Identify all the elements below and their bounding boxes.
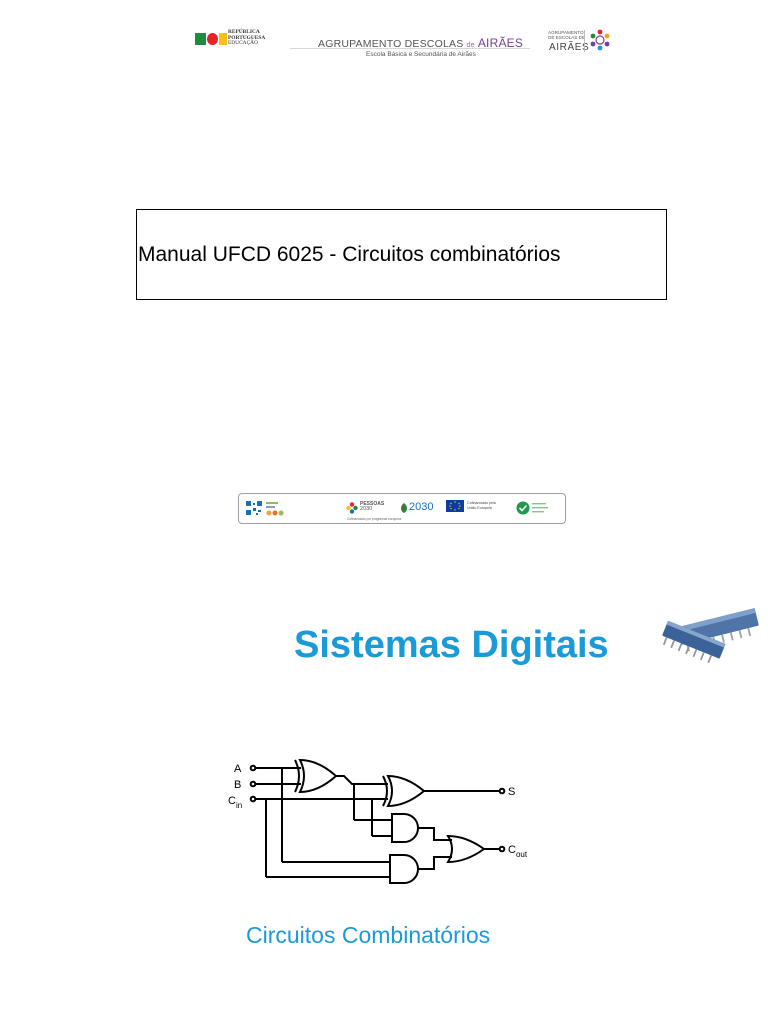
input-a-terminal [249, 764, 257, 772]
page-header: REPÚBLICA PORTUGUESA EDUCAÇÃO AGRUPAMENT… [0, 0, 768, 70]
pessoas-logo-icon [346, 502, 358, 514]
input-a-label: A [234, 763, 242, 775]
input-cin-sub: in [236, 801, 242, 810]
output-cout-sub: out [516, 850, 528, 859]
xor-gate-1 [298, 758, 338, 794]
and-gate-2 [389, 854, 419, 884]
republic-line-2: PORTUGUESA [228, 34, 266, 41]
flag-green-block [195, 33, 206, 45]
flag-yellow-block [219, 33, 227, 45]
flag-red-circle [207, 33, 218, 45]
republic-line-1: REPÚBLICA [228, 29, 260, 35]
input-cin-label: Cin [228, 795, 242, 810]
school-title-place: AIRÃES [477, 36, 524, 50]
input-b-terminal [249, 780, 257, 788]
input-b-label: B [234, 779, 241, 791]
output-s-terminal [498, 787, 506, 795]
right-logo-small-text: AGRUPAMENTO DE ESCOLAS DE [548, 30, 585, 40]
right-logo-separator [584, 30, 585, 52]
eu-line-1: Cofinanciado pela [467, 501, 496, 505]
full-adder-circuit-diagram: A B Cin S Cout [228, 758, 528, 884]
school-title-main: AGRUPAMENTO DESCOLAS [318, 38, 464, 50]
input-cin-main: C [228, 795, 236, 807]
right-logo-name: AIRÃES [549, 42, 590, 53]
output-cout-label: Cout [508, 844, 528, 859]
right-logo-line-1: AGRUPAMENTO [548, 30, 584, 35]
and-gate-1 [391, 813, 419, 843]
qr-code-icon [245, 500, 263, 516]
pessoas-label: PESSOAS [360, 501, 385, 507]
xor-gate-2 [386, 774, 426, 808]
eu-flag-icon [446, 500, 464, 512]
school-title: AGRUPAMENTO DESCOLAS de AIRÃES [318, 36, 523, 50]
header-divider [290, 48, 530, 49]
funding-footnote: Cofinanciado por programas europeus [347, 517, 402, 521]
right-logo-line-2: DE ESCOLAS DE [548, 35, 586, 40]
school-emblem-icon [590, 29, 610, 51]
output-s-label: S [508, 786, 515, 798]
eu-line-2: União Europeia [467, 506, 492, 510]
checkmark-badge-icon [516, 501, 530, 515]
output-cout-terminal [498, 845, 506, 853]
portugal-2030-logo-icon [401, 503, 407, 513]
funding-banner: PESSOAS 2030 2030 Cofinanciado pela Uniã… [238, 493, 566, 524]
program-logo-icon [266, 502, 284, 516]
integrated-circuit-chips-icon [662, 608, 759, 664]
subtitle-circuitos: Circuitos Combinatórios [246, 922, 491, 948]
pessoas-year: 2030 [360, 506, 373, 512]
manual-title: Manual UFCD 6025 - Circuitos combinatóri… [138, 243, 561, 266]
portugal-year: 2030 [409, 501, 434, 513]
school-title-de: de [466, 42, 475, 49]
output-cout-main: C [508, 844, 516, 856]
headline-title: Sistemas Digitais [294, 624, 609, 666]
or-gate [446, 834, 486, 864]
school-subtitle: Escola Básica e Secundária de Airães [366, 51, 476, 58]
input-cin-terminal [249, 795, 257, 803]
badge-text-lines-icon [532, 503, 548, 513]
title-box [136, 209, 667, 300]
republic-line-3: EDUCAÇÃO [228, 40, 258, 46]
republic-logo-text: REPÚBLICA PORTUGUESA EDUCAÇÃO [228, 29, 288, 47]
